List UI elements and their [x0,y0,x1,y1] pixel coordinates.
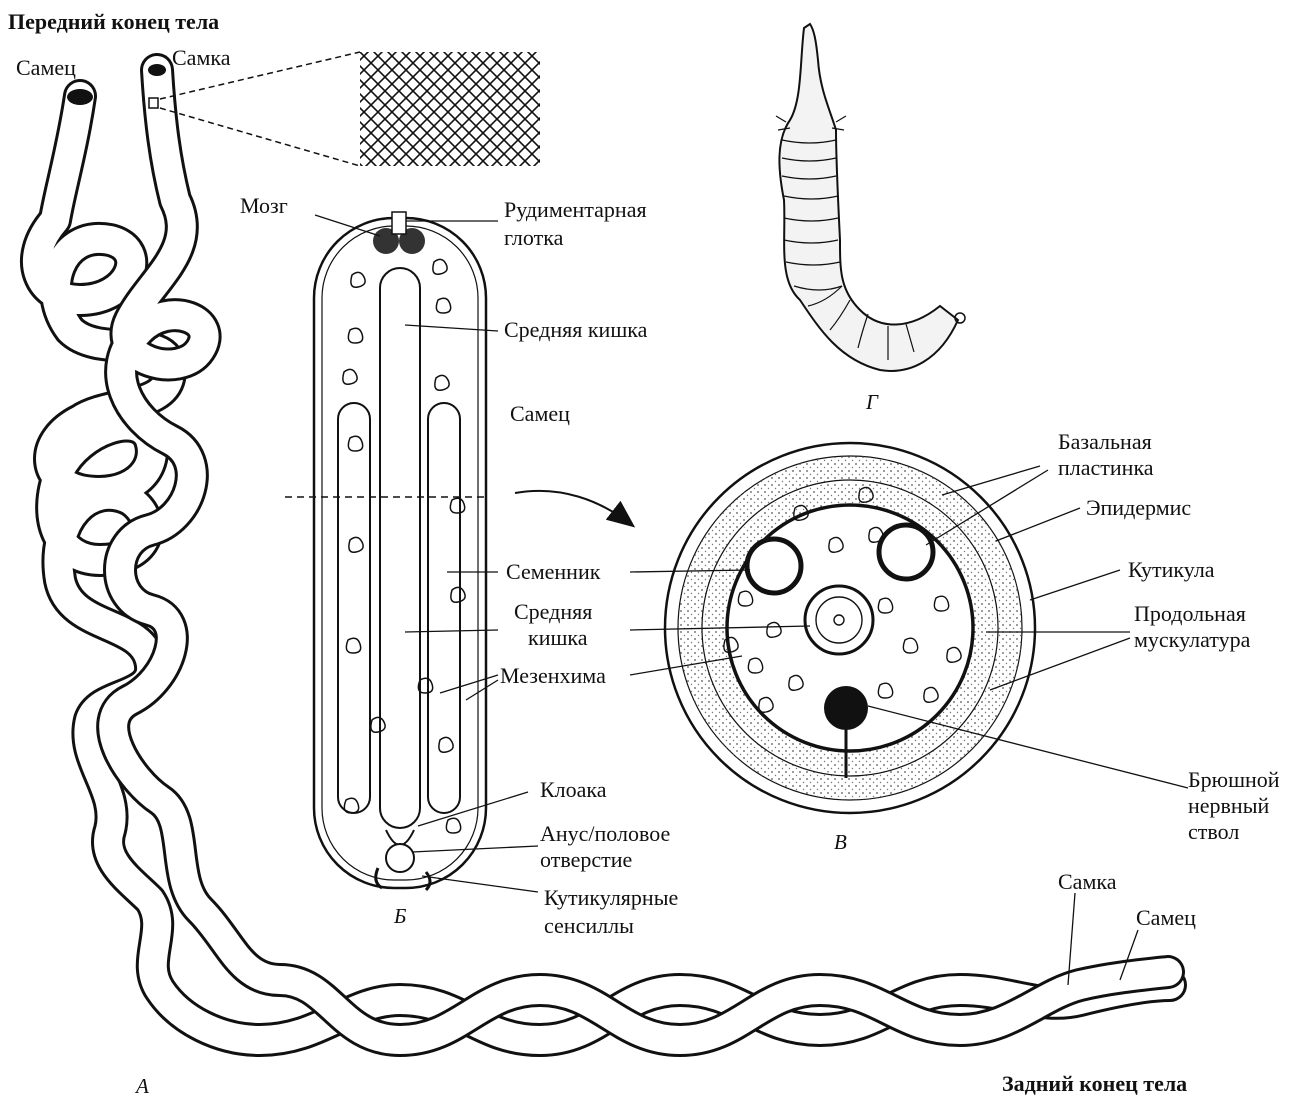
nerve-cord-label-line1: Брюшной [1188,768,1280,792]
female-head-cap [148,64,166,76]
rear-female-label: Самка [1058,870,1116,894]
larva-body [779,24,958,371]
nerve-cord-label-line3: ствол [1188,820,1239,844]
muscle-label-line1: Продольная [1134,602,1246,626]
midgut-section [805,586,873,654]
sensilla-label-line2: сенсиллы [544,914,634,938]
testis-label: Семенник [506,560,600,584]
cloaca-label: Клоака [540,778,607,802]
epidermis-label: Эпидермис [1086,496,1191,520]
pharynx-label-line1: Рудиментарная [504,198,647,222]
anus-label-line1: Анус/половое [540,822,670,846]
ventral-nerve-cord [824,686,868,730]
sensilla-label-line1: Кутикулярные [544,886,678,910]
testis-section-right [879,525,933,579]
sex-label: Самец [510,402,570,426]
basal-lamina-label-line1: Базальная [1058,430,1152,454]
panel-b-letter: Б [394,904,406,928]
midgut-tube [380,268,420,828]
panel-g-letter: Г [866,390,878,414]
nerve-cord-label-line2: нервный [1188,794,1269,818]
female-label: Самка [172,46,230,70]
brain-label: Мозг [240,194,288,218]
basal-lamina-label-line2: пластинка [1058,456,1154,480]
panel-g-larva [776,24,965,371]
male-head-cap [67,89,93,105]
anus-label-line2: отверстие [540,848,632,872]
cuticle-label: Кутикула [1128,558,1215,582]
testis-left [338,403,370,813]
midgut-label: Средняя кишка [504,318,647,342]
pharynx-label-line2: глотка [504,226,563,250]
front-end-label: Передний конец тела [8,10,219,34]
mesenchyme-label: Мезенхима [500,664,606,688]
muscle-label-line2: мускулатура [1134,628,1250,652]
rear-end-label: Задний конец тела [1002,1072,1187,1096]
section-arrow [515,491,632,525]
rear-male-label: Самец [1136,906,1196,930]
midgut2-label-line2: кишка [528,626,588,650]
panel-v-letter: В [834,830,847,854]
midgut2-label-line1: Средняя [514,600,592,624]
testis-section-left [747,539,801,593]
panel-a-letter: А [136,1074,149,1098]
male-label: Самец [16,56,76,80]
